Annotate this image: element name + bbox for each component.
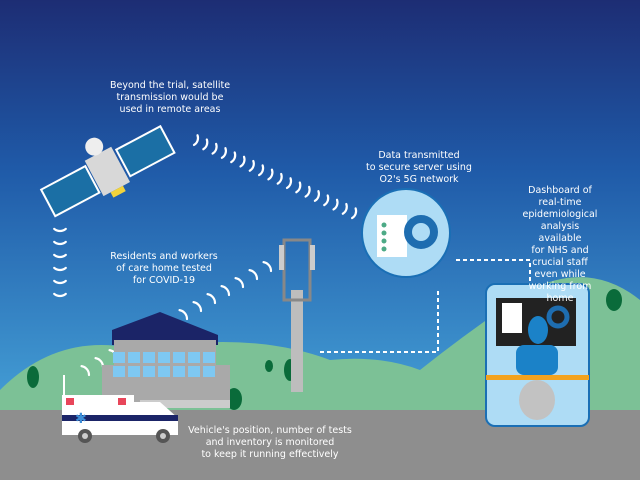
wave-arc [295, 181, 302, 194]
window [113, 352, 125, 363]
wave-arc [285, 177, 293, 190]
wave-arc [304, 185, 311, 198]
window [203, 366, 215, 377]
wave-arc [248, 159, 255, 172]
wave-arc [276, 172, 283, 185]
svg-text:✱: ✱ [75, 411, 87, 427]
wave-arc [178, 309, 189, 321]
wave-arc [332, 198, 339, 211]
wave-arc [53, 253, 67, 259]
connector-line [456, 259, 531, 282]
wave-arc [80, 365, 91, 377]
window [188, 352, 200, 363]
cell-tower-icon [279, 238, 315, 392]
wave-arc [202, 138, 209, 151]
wave-arc [53, 292, 67, 298]
window [158, 352, 170, 363]
wave-arc [220, 285, 231, 297]
wave-arc [239, 155, 246, 168]
wave-arc [313, 190, 320, 202]
window [173, 352, 185, 363]
wave-arc [53, 279, 67, 285]
wave-arc [350, 207, 358, 220]
secure-server-icon [361, 188, 451, 278]
caption-dashboard: Dashboard of real-time epidemiological a… [522, 185, 598, 304]
wave-arc [192, 134, 200, 147]
window [173, 366, 185, 377]
window [143, 366, 155, 377]
wave-arc [206, 293, 217, 305]
window [203, 352, 215, 363]
wave-arc [267, 168, 274, 181]
wave-arc [53, 227, 67, 233]
window [128, 366, 140, 377]
window [158, 366, 170, 377]
wave-arc [341, 202, 348, 215]
window [188, 366, 200, 377]
ambulance-icon: ✱ [62, 375, 178, 443]
wave-arc [192, 301, 203, 313]
dashboard-worker-icon [485, 283, 590, 427]
satellite-icon [39, 124, 176, 218]
caption-data-transmitted: Data transmitted to secure server using … [366, 150, 472, 185]
caption-care-home: Residents and workers of care home teste… [110, 251, 218, 286]
window [113, 366, 125, 377]
wave-arc [262, 261, 273, 273]
wave-arc [211, 142, 218, 155]
caption-satellite: Beyond the trial, satellite transmission… [109, 80, 231, 115]
wave-arc [230, 151, 237, 164]
wave-arc [53, 240, 67, 246]
wave-arc [248, 269, 259, 281]
wave-arc [234, 277, 245, 289]
window [143, 352, 155, 363]
window [128, 352, 140, 363]
caption-vehicle: Vehicle's position, number of tests and … [188, 425, 352, 460]
wave-arc [220, 147, 227, 159]
care-home-building-icon [102, 312, 230, 408]
wave-arc [257, 164, 265, 177]
wave-arc [323, 194, 330, 207]
wave-arc [53, 266, 67, 272]
